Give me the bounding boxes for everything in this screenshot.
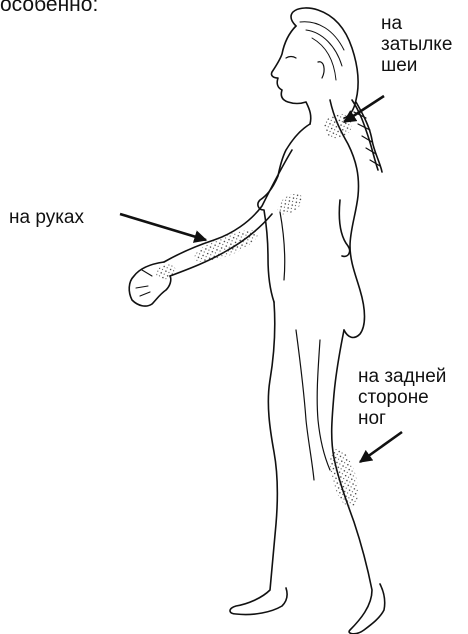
leg-inner-2 bbox=[317, 340, 330, 470]
hair-outline bbox=[291, 8, 358, 118]
braid-pattern bbox=[354, 112, 380, 166]
belly bbox=[280, 212, 285, 280]
rash-wrist bbox=[154, 262, 178, 282]
rash-forearm bbox=[191, 224, 262, 268]
braid-outline bbox=[352, 100, 382, 172]
arrow-legs bbox=[360, 432, 402, 462]
face-outline bbox=[271, 26, 310, 124]
hair-strands bbox=[300, 22, 344, 80]
far-arm bbox=[339, 200, 349, 256]
rash-arm-upper bbox=[274, 189, 306, 218]
eye bbox=[286, 57, 296, 59]
leg-front bbox=[230, 302, 287, 615]
ear bbox=[318, 62, 324, 78]
fingers bbox=[136, 270, 152, 296]
rash-leg bbox=[325, 446, 364, 510]
leg-inner bbox=[296, 330, 314, 480]
arrow-arms bbox=[120, 214, 206, 240]
